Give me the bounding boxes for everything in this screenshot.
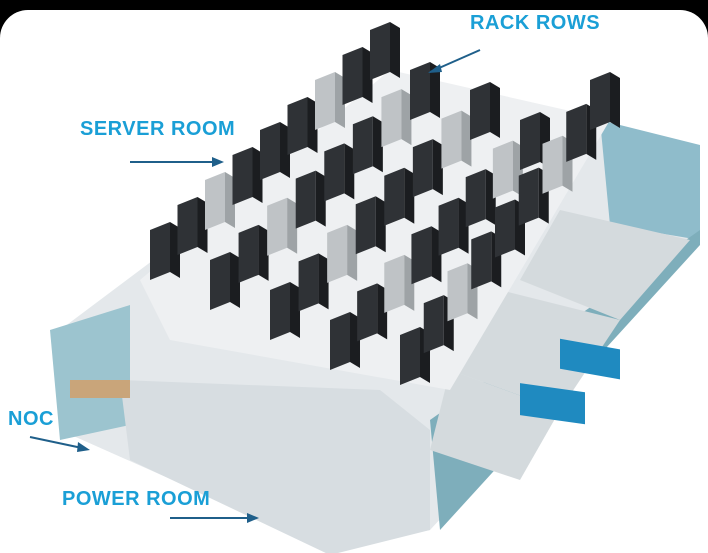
server-rack <box>298 253 319 312</box>
server-rack-side <box>401 89 412 146</box>
server-rack <box>438 197 459 256</box>
power-room-label: POWER ROOM <box>62 488 211 510</box>
ups-room <box>430 370 560 480</box>
server-rack-side <box>432 139 443 196</box>
server-rack <box>177 197 198 255</box>
server-rack-side <box>318 253 329 310</box>
server-rack <box>492 140 513 199</box>
server-rack-side <box>490 82 500 138</box>
server-rack <box>260 122 280 180</box>
server-rack-side <box>404 167 415 224</box>
server-rack <box>324 143 345 202</box>
server-rack <box>287 97 308 155</box>
server-room-label: SERVER ROOM <box>80 118 236 140</box>
server-rack <box>423 295 444 354</box>
server-rack <box>518 167 539 226</box>
west-wall <box>50 305 130 440</box>
server-rack <box>238 224 259 283</box>
generator-2 <box>520 383 585 425</box>
power-room-floor <box>120 380 430 553</box>
server-rack <box>495 199 515 258</box>
server-rack <box>315 72 335 130</box>
server-rack-side <box>287 197 298 254</box>
server-rack <box>205 172 225 230</box>
server-rack <box>295 170 316 229</box>
server-rack <box>410 62 430 120</box>
server-rack <box>270 282 290 340</box>
server-rack <box>150 222 170 280</box>
server-rack <box>370 22 390 80</box>
noc-arrowhead <box>77 442 90 452</box>
server-rack <box>400 327 420 385</box>
generator-room-1 <box>520 210 690 320</box>
server-rack <box>441 110 462 169</box>
server-rack <box>357 283 378 342</box>
rack-rows-group <box>150 22 620 385</box>
server-rack-side <box>390 22 400 78</box>
rack-rows-label: RACK ROWS <box>470 12 601 34</box>
datacenter-isometric-illustration <box>29 22 700 553</box>
server-rack-side <box>375 196 386 253</box>
server-rack <box>232 147 253 205</box>
diagram-card: RACK ROWS SERVER ROOM NOC POWER ROOM <box>0 10 708 553</box>
server-rack-side <box>372 116 383 173</box>
server-rack <box>465 169 486 228</box>
server-rack <box>412 139 433 198</box>
server-rack-side <box>315 170 326 227</box>
server-rack <box>342 47 363 105</box>
server-rack-side <box>347 224 358 281</box>
server-rack <box>330 312 350 370</box>
server-rack <box>590 72 610 130</box>
server-rack <box>327 224 348 283</box>
server-rack-side <box>290 282 300 338</box>
server-rack-side <box>230 252 240 308</box>
server-rack-side <box>430 62 440 118</box>
server-rack <box>267 197 288 256</box>
server-rack <box>384 167 405 226</box>
power-room-arrowhead <box>247 513 259 523</box>
server-room-arrowhead <box>212 157 224 167</box>
rack-rows-arrowhead <box>428 64 442 73</box>
noc-arrow <box>29 436 83 449</box>
server-rack <box>384 254 405 313</box>
server-rack <box>355 196 376 255</box>
server-rack <box>566 103 587 162</box>
server-rack <box>381 89 402 148</box>
generator-room-2 <box>450 290 620 410</box>
server-rack-side <box>461 110 472 167</box>
east-wall <box>600 120 700 240</box>
server-rack-side <box>344 143 355 200</box>
noc-desk <box>70 380 130 398</box>
server-rack <box>470 82 490 140</box>
server-rack <box>542 135 563 194</box>
generator-1 <box>560 338 620 380</box>
server-rack <box>447 263 468 322</box>
server-rack <box>411 226 432 285</box>
server-rack <box>471 231 492 290</box>
server-rack <box>210 252 230 310</box>
server-rack-side <box>258 224 269 281</box>
server-rack <box>352 116 373 175</box>
server-rack <box>520 112 540 170</box>
noc-label: NOC <box>8 408 54 430</box>
server-rack-side <box>610 72 620 128</box>
